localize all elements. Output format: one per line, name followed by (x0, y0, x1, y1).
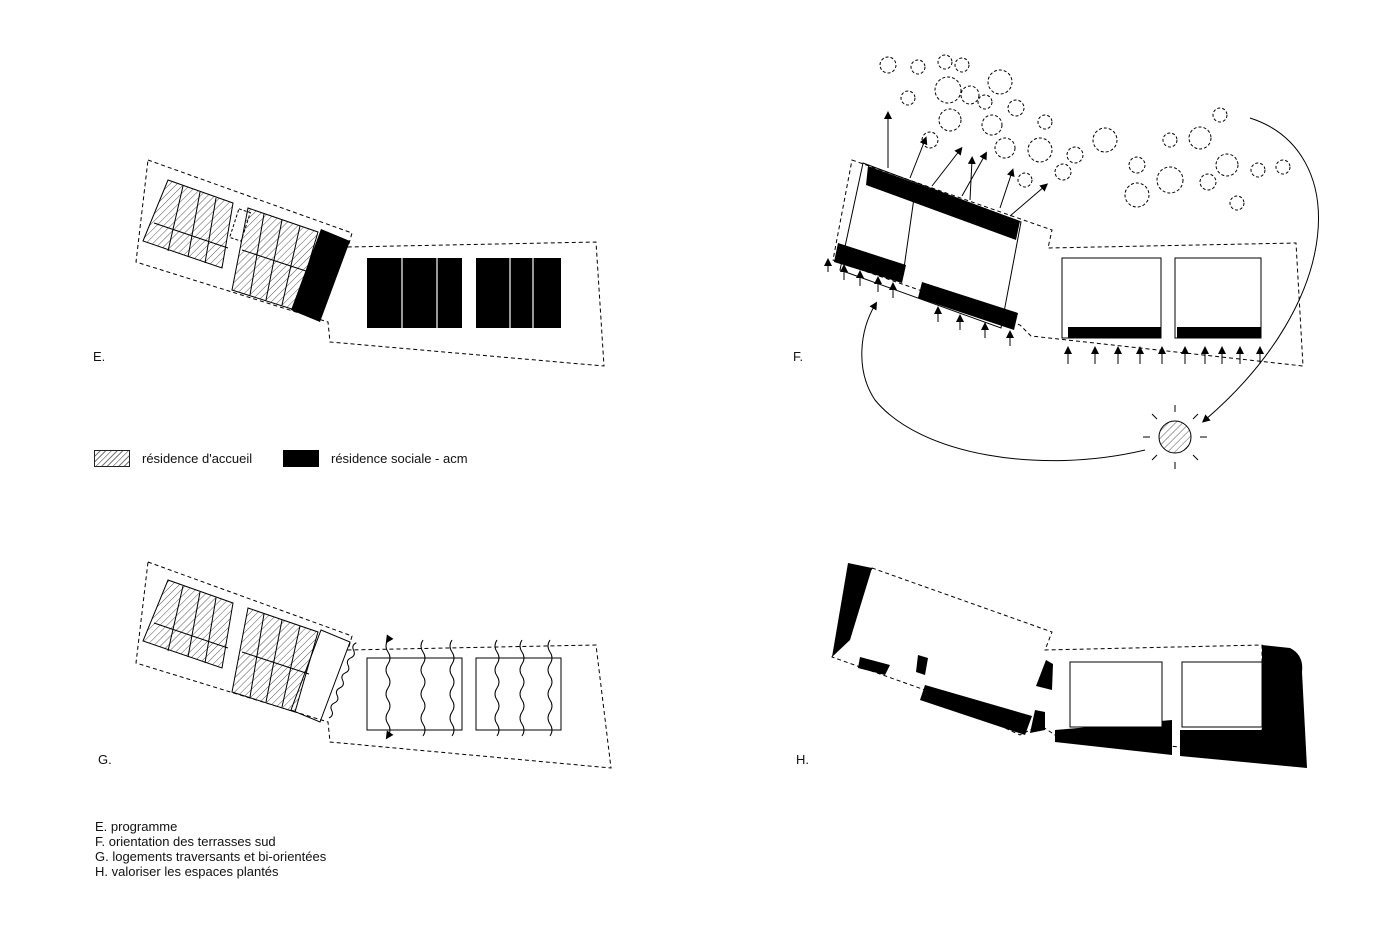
caption-h: H. valoriser les espaces plantés (95, 864, 279, 879)
view-arrows (884, 111, 1049, 217)
caption-f: F. orientation des terrasses sud (95, 834, 276, 849)
panel-letter-h: H. (796, 752, 809, 767)
caption-g: G. logements traversants et bi-orientées (95, 849, 327, 864)
caption-list: E. programme F. orientation des terrasse… (95, 819, 326, 879)
legend-item-solid: résidence sociale - acm (283, 450, 468, 467)
social-block-b (476, 258, 561, 328)
plan-h (831, 563, 1307, 768)
planted-area (1180, 645, 1307, 768)
panel-letter-f: F. (793, 349, 804, 364)
sun-path (861, 301, 1146, 462)
sun-icon (1143, 405, 1207, 469)
legend-label: résidence d'accueil (142, 451, 253, 466)
site-outline (135, 561, 612, 769)
site-outline (832, 159, 1304, 367)
hatch-swatch (94, 450, 130, 467)
hatched-block-west (142, 179, 234, 269)
core (229, 208, 251, 242)
legend-item-hatched: résidence d'accueil (94, 450, 252, 467)
cross-ventilation-arrows (385, 634, 553, 740)
social-block-diagonal (291, 229, 350, 322)
social-block-a (367, 258, 462, 328)
plan-g (135, 561, 612, 769)
planted-area (832, 563, 872, 657)
solid-swatch (283, 450, 319, 467)
caption-e: E. programme (95, 819, 178, 834)
legend-label: résidence sociale - acm (331, 451, 468, 466)
hatched-block-middle (231, 207, 319, 311)
hatched-block-west (142, 579, 234, 669)
plan-f (824, 54, 1319, 469)
hatched-block-middle (231, 607, 319, 713)
plan-e (135, 159, 605, 367)
site-outline (135, 159, 605, 367)
south-arrows (824, 258, 1264, 364)
panel-letter-e: E. (93, 349, 106, 364)
panel-letter-g: G. (98, 752, 112, 767)
trees (879, 54, 1291, 211)
